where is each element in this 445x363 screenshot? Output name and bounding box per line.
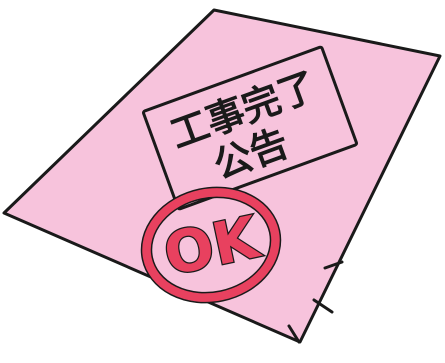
impact-line-1 — [323, 260, 344, 270]
stamp-ring — [142, 187, 280, 303]
impact-lines — [287, 260, 344, 344]
impact-line-2 — [312, 298, 334, 314]
stamp-ring-inner-outline — [150, 196, 272, 294]
impact-line-3 — [287, 324, 301, 344]
stamp-ring-outline — [140, 186, 282, 304]
title-frame — [142, 45, 358, 211]
